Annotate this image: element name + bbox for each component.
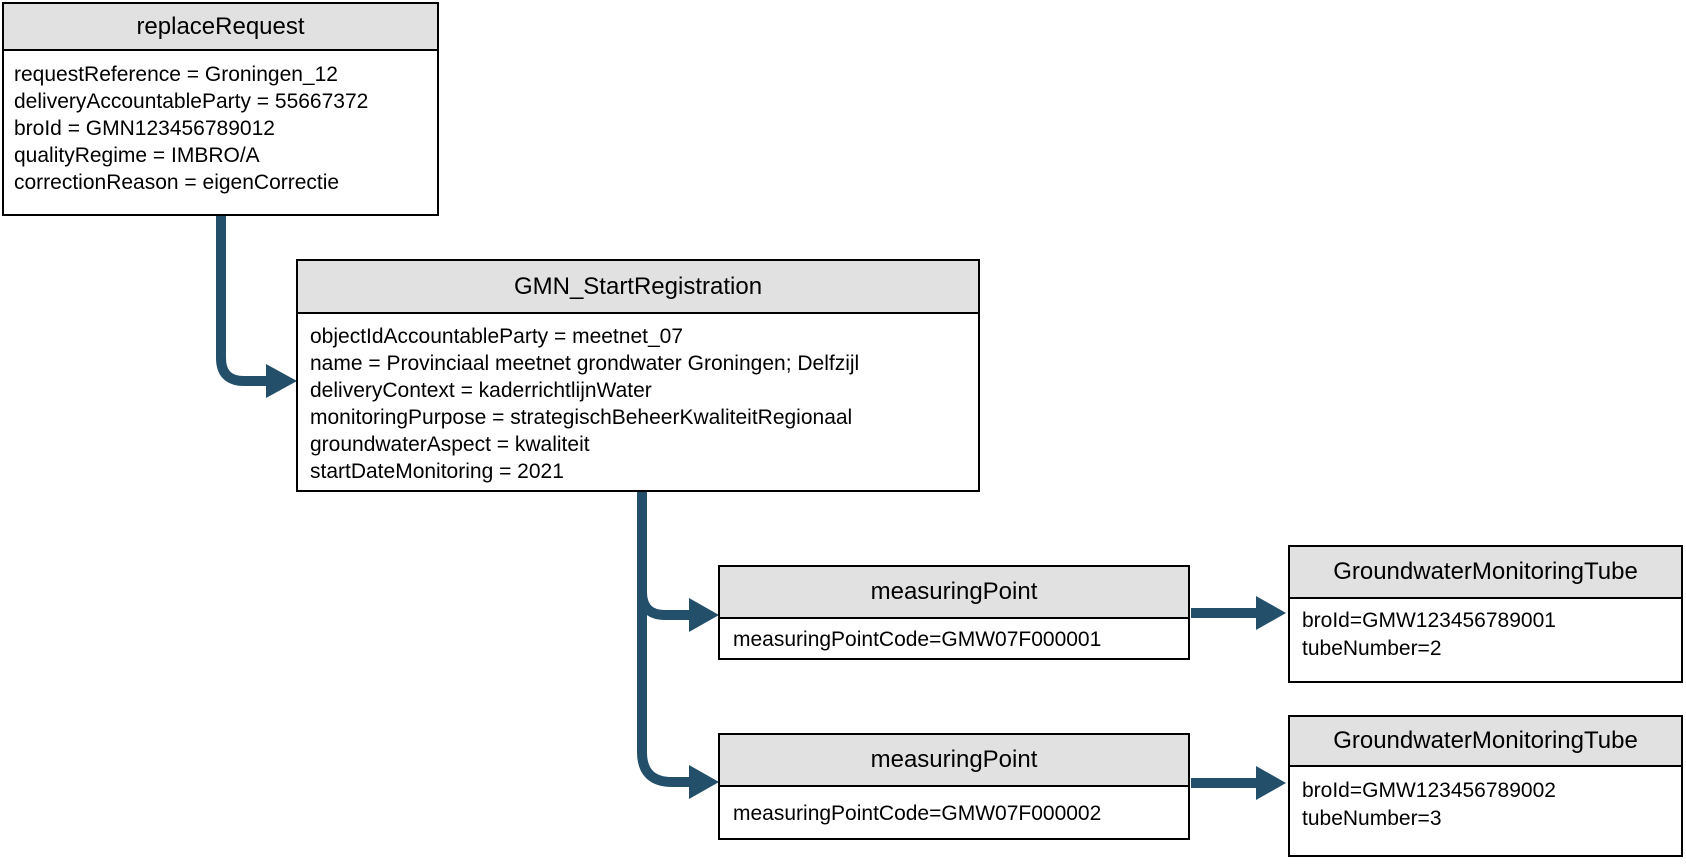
node-measuring-point-1-title: measuringPoint — [720, 567, 1188, 619]
connector-measuringpoint1-to-tube1 — [1191, 596, 1286, 630]
node-measuring-point-2-title: measuringPoint — [720, 735, 1188, 787]
connector-gmn-to-measuringpoint1 — [637, 560, 719, 632]
arrowhead-icon — [266, 364, 297, 398]
attribute-line: groundwaterAspect = kwaliteit — [310, 433, 590, 456]
node-measuring-point-2: measuringPoint measuringPointCode=GMW07F… — [718, 733, 1190, 840]
attribute-line: objectIdAccountableParty = meetnet_07 — [310, 325, 683, 348]
node-measuring-point-2-attributes: measuringPointCode=GMW07F000002 — [720, 787, 1188, 840]
attribute-line: tubeNumber=3 — [1302, 807, 1442, 830]
attribute-line: broId=GMW123456789001 — [1302, 609, 1556, 632]
attribute-line: name = Provinciaal meetnet grondwater Gr… — [310, 352, 860, 375]
attribute-line: deliveryContext = kaderrichtlijnWater — [310, 379, 652, 402]
connector-gmn-to-measuringpoint2 — [637, 491, 719, 799]
node-groundwater-monitoring-tube-2-title: GroundwaterMonitoringTube — [1290, 717, 1681, 767]
arrowhead-icon — [1256, 596, 1286, 630]
connector-measuringpoint2-to-tube2 — [1191, 766, 1286, 800]
node-replace-request: replaceRequest requestReference = Gronin… — [2, 2, 439, 216]
attribute-line: correctionReason = eigenCorrectie — [14, 171, 340, 194]
node-groundwater-monitoring-tube-2-attributes: broId=GMW123456789002 tubeNumber=3 — [1290, 767, 1681, 833]
attribute-line: monitoringPurpose = strategischBeheerKwa… — [310, 406, 853, 429]
node-groundwater-monitoring-tube-1: GroundwaterMonitoringTube broId=GMW12345… — [1288, 545, 1683, 683]
attribute-line: startDateMonitoring = 2021 — [310, 460, 564, 483]
node-groundwater-monitoring-tube-1-attributes: broId=GMW123456789001 tubeNumber=2 — [1290, 599, 1681, 663]
node-replace-request-attributes: requestReference = Groningen_12 delivery… — [4, 51, 437, 196]
node-measuring-point-1-attributes: measuringPointCode=GMW07F000001 — [720, 619, 1188, 660]
node-replace-request-title: replaceRequest — [4, 4, 437, 51]
attribute-line: broId = GMN123456789012 — [14, 117, 275, 140]
arrowhead-icon — [689, 598, 719, 632]
node-gmn-start-registration-attributes: objectIdAccountableParty = meetnet_07 na… — [298, 314, 978, 485]
node-measuring-point-1: measuringPoint measuringPointCode=GMW07F… — [718, 565, 1190, 660]
attribute-line: deliveryAccountableParty = 55667372 — [14, 90, 369, 113]
node-gmn-start-registration-title: GMN_StartRegistration — [298, 261, 978, 314]
node-gmn-start-registration: GMN_StartRegistration objectIdAccountabl… — [296, 259, 980, 492]
attribute-line: measuringPointCode=GMW07F000002 — [733, 802, 1102, 825]
connector-replacerequest-to-gmn — [216, 215, 297, 398]
arrowhead-icon — [1256, 766, 1286, 800]
attribute-line: measuringPointCode=GMW07F000001 — [733, 628, 1102, 651]
arrowhead-icon — [689, 765, 719, 799]
node-groundwater-monitoring-tube-2: GroundwaterMonitoringTube broId=GMW12345… — [1288, 715, 1683, 857]
attribute-line: qualityRegime = IMBRO/A — [14, 144, 260, 167]
attribute-line: tubeNumber=2 — [1302, 637, 1442, 660]
attribute-line: requestReference = Groningen_12 — [14, 63, 338, 86]
node-groundwater-monitoring-tube-1-title: GroundwaterMonitoringTube — [1290, 547, 1681, 599]
attribute-line: broId=GMW123456789002 — [1302, 779, 1556, 802]
